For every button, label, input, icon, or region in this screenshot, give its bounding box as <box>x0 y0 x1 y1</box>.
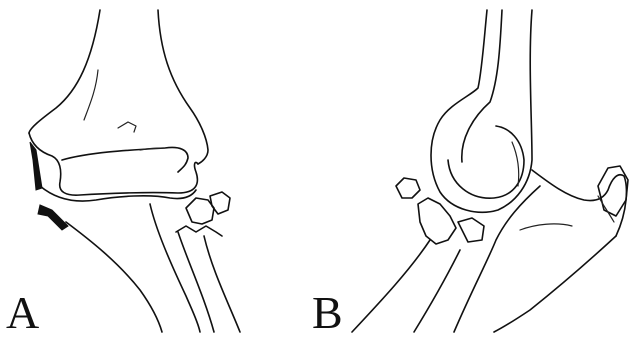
olecranon-b <box>532 170 626 236</box>
trochlea-contour-a <box>62 147 188 172</box>
olecranon-fossa-a <box>118 122 165 150</box>
medial-avulsion-arrow-bottom <box>38 205 68 230</box>
humerus-condyles-a <box>29 133 198 195</box>
capitulum-b <box>448 126 524 198</box>
olecranon-fragment-b <box>598 166 628 216</box>
radial-head-fragment-b-2 <box>418 198 456 244</box>
radial-head-fragment-b <box>396 178 420 198</box>
ulna-inner-b <box>520 224 572 230</box>
ulna-shaft-b-top <box>494 236 616 332</box>
distal-humerus-inner-b <box>512 142 519 186</box>
panel-a-drawing <box>29 10 240 332</box>
olecranon-fracture-line-b <box>598 196 614 222</box>
ulna-shaft-a <box>66 222 162 332</box>
panel-b-drawing <box>352 10 628 332</box>
radial-head-fragment-b-3 <box>458 218 484 242</box>
ulna-shaft-b-bottom <box>454 186 540 332</box>
ulna-shaft-a-2 <box>150 204 200 332</box>
radial-head-fragment-a <box>186 198 214 224</box>
radial-neck-fracture-a <box>176 226 222 236</box>
humerus-shaft-b-inner <box>462 10 502 162</box>
panel-label-a: A <box>6 290 39 336</box>
radius-shaft-b <box>352 240 430 332</box>
medial-line-a <box>84 70 98 120</box>
radius-shaft-a <box>178 232 240 332</box>
radius-shaft-b-2 <box>414 250 460 332</box>
humerus-shaft-a <box>29 10 100 133</box>
humerus-shaft-a-medial <box>158 10 208 164</box>
panel-label-b: B <box>312 290 343 336</box>
